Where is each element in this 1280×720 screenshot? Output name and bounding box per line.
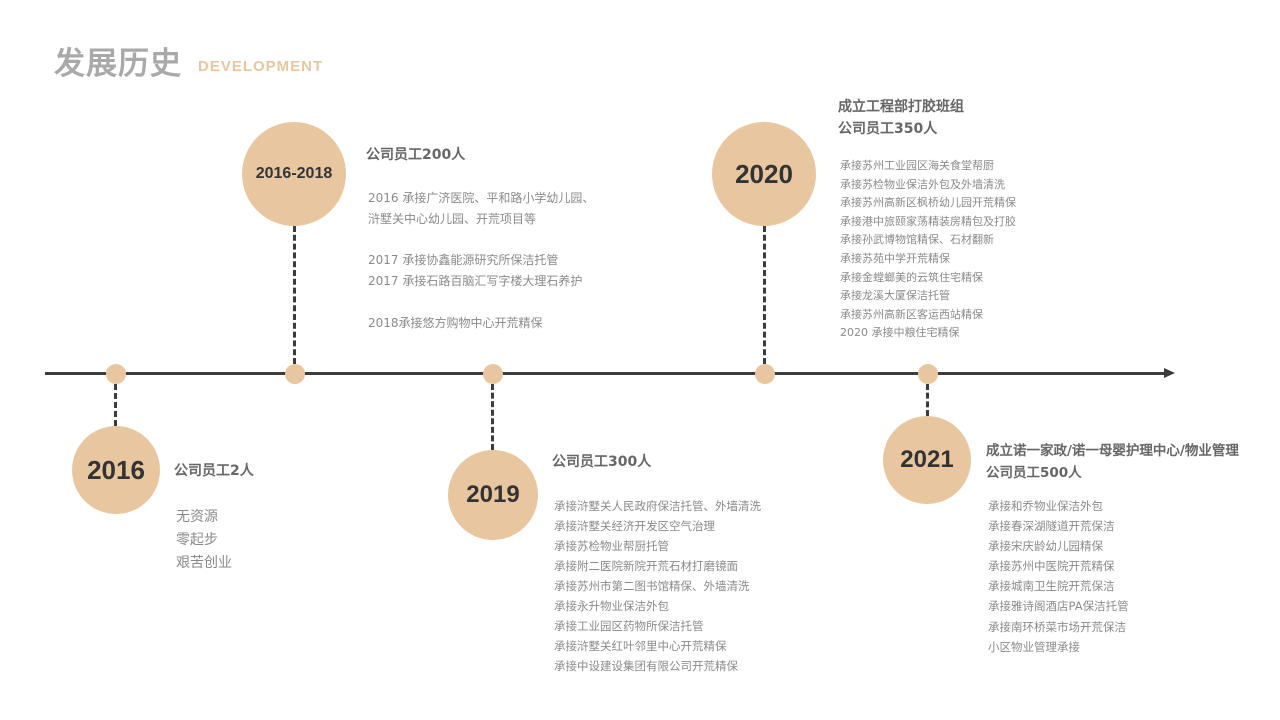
list-item: 承接苏州市第二图书馆精保、外墙清洗 [554, 579, 750, 593]
list-item: 无资源 [176, 509, 218, 525]
timeline-dot-2016-2018 [285, 364, 305, 384]
list-item: 小区物业管理承接 [988, 639, 1080, 654]
milestone-2016-2018-items: 2016 承接广济医院、平和路小学幼儿园、 浒墅关中心幼儿园、开荒项目等 201… [368, 188, 594, 334]
list-item: 承接浒墅关经济开发区空气治理 [554, 519, 715, 533]
connector-2021 [926, 384, 929, 416]
list-item: 承接和乔物业保洁外包 [988, 499, 1103, 513]
list-item: 承接苏检物业帮厨托管 [554, 539, 669, 553]
list-item: 承接苏州高新区枫桥幼儿园开荒精保 [840, 196, 1016, 210]
list-item: 浒墅关中心幼儿园、开荒项目等 [368, 211, 537, 226]
year-circle-2021: 2021 [883, 416, 971, 504]
milestone-2021-headline: 成立诺一家政/诺一母婴护理中心/物业管理 公司员工500人 [986, 440, 1239, 484]
year-circle-2019: 2019 [448, 450, 538, 540]
list-item [368, 292, 594, 313]
year-circle-2016: 2016 [72, 426, 160, 514]
list-item: 承接苏苑中学开荒精保 [840, 251, 950, 265]
list-item: 承接城南卫生院开荒保洁 [988, 579, 1115, 594]
timeline-dot-2020 [755, 364, 775, 384]
timeline-axis [45, 372, 1167, 375]
connector-2019 [491, 384, 494, 450]
list-item: 2018承接悠方购物中心开荒精保 [368, 315, 543, 330]
list-item: 2017 承接协鑫能源研究所保洁托管 [368, 253, 559, 268]
list-item: 2020 承接中粮住宅精保 [840, 326, 960, 340]
list-item: 承接雅诗阁酒店PA保洁托管 [988, 599, 1129, 614]
list-item: 承接龙溪大厦保洁托管 [840, 289, 950, 303]
list-item: 承接附二医院新院开荒石材打磨镜面 [554, 559, 738, 573]
list-item: 承接宋庆龄幼儿园精保 [988, 539, 1103, 554]
milestone-2020-items: 承接苏州工业园区海关食堂帮厨 承接苏检物业保洁外包及外墙清洗 承接苏州高新区枫桥… [840, 157, 1016, 343]
milestone-2016-2018-headline: 公司员工200人 [366, 144, 465, 166]
headline-line: 公司员工350人 [838, 121, 938, 137]
page-title: 发展历史 [54, 46, 182, 82]
connector-2016 [114, 384, 117, 426]
list-item: 承接春深湖隧道开荒保洁 [988, 519, 1115, 534]
headline-line: 公司员工200人 [366, 147, 466, 163]
list-item: 承接浒墅关人民政府保洁托管、外墙清洗 [554, 499, 761, 513]
list-item: 承接苏检物业保洁外包及外墙清洗 [840, 177, 1005, 191]
milestone-2021-items: 承接和乔物业保洁外包 承接春深湖隧道开荒保洁 承接宋庆龄幼儿园精保 承接苏州中医… [988, 496, 1129, 657]
list-item [368, 230, 594, 251]
timeline-dot-2021 [918, 364, 938, 384]
list-item: 承接港中旅颐家荡精装房精包及打胶 [840, 214, 1016, 228]
list-item: 承接苏州高新区客运西站精保 [840, 307, 983, 321]
list-item: 承接中设建设集团有限公司开荒精保 [554, 659, 738, 673]
connector-2016-2018 [293, 226, 296, 364]
headline-line: 成立工程部打胶班组 [838, 99, 964, 115]
headline-line: 公司员工2人 [174, 463, 254, 479]
page-subtitle: DEVELOPMENT [198, 58, 324, 75]
headline-line: 公司员工300人 [552, 454, 652, 470]
list-item: 承接金螳螂美的云筑住宅精保 [840, 270, 983, 284]
milestone-2016-items: 无资源 零起步 艰苦创业 [176, 506, 232, 575]
list-item: 承接工业园区药物所保洁托管 [554, 619, 704, 633]
list-item: 承接浒墅关红叶邻里中心开荒精保 [554, 639, 727, 653]
list-item: 艰苦创业 [176, 555, 232, 571]
list-item: 2017 承接石路百脑汇写字楼大理石养护 [368, 274, 583, 289]
milestone-2016-headline: 公司员工2人 [174, 460, 254, 482]
year-circle-2020: 2020 [712, 122, 816, 226]
list-item: 承接永升物业保洁外包 [554, 599, 669, 613]
year-circle-2016-2018: 2016-2018 [242, 122, 346, 226]
headline-line: 公司员工500人 [986, 465, 1082, 481]
timeline-dot-2016 [106, 364, 126, 384]
list-item: 2016 承接广济医院、平和路小学幼儿园、 [368, 191, 595, 205]
timeline-arrow-icon [1164, 368, 1175, 378]
milestone-2019-items: 承接浒墅关人民政府保洁托管、外墙清洗 承接浒墅关经济开发区空气治理 承接苏检物业… [554, 496, 761, 676]
timeline-dot-2019 [483, 364, 503, 384]
list-item: 承接孙武博物馆精保、石材翻新 [840, 233, 994, 247]
connector-2020 [763, 226, 766, 364]
list-item: 承接苏州中医院开荒精保 [988, 559, 1115, 574]
milestone-2020-headline: 成立工程部打胶班组 公司员工350人 [838, 96, 964, 140]
headline-line: 成立诺一家政/诺一母婴护理中心/物业管理 [986, 443, 1239, 459]
list-item: 承接南环桥菜市场开荒保洁 [988, 619, 1126, 634]
list-item: 零起步 [176, 532, 218, 548]
list-item: 承接苏州工业园区海关食堂帮厨 [840, 159, 994, 172]
milestone-2019-headline: 公司员工300人 [552, 451, 651, 473]
